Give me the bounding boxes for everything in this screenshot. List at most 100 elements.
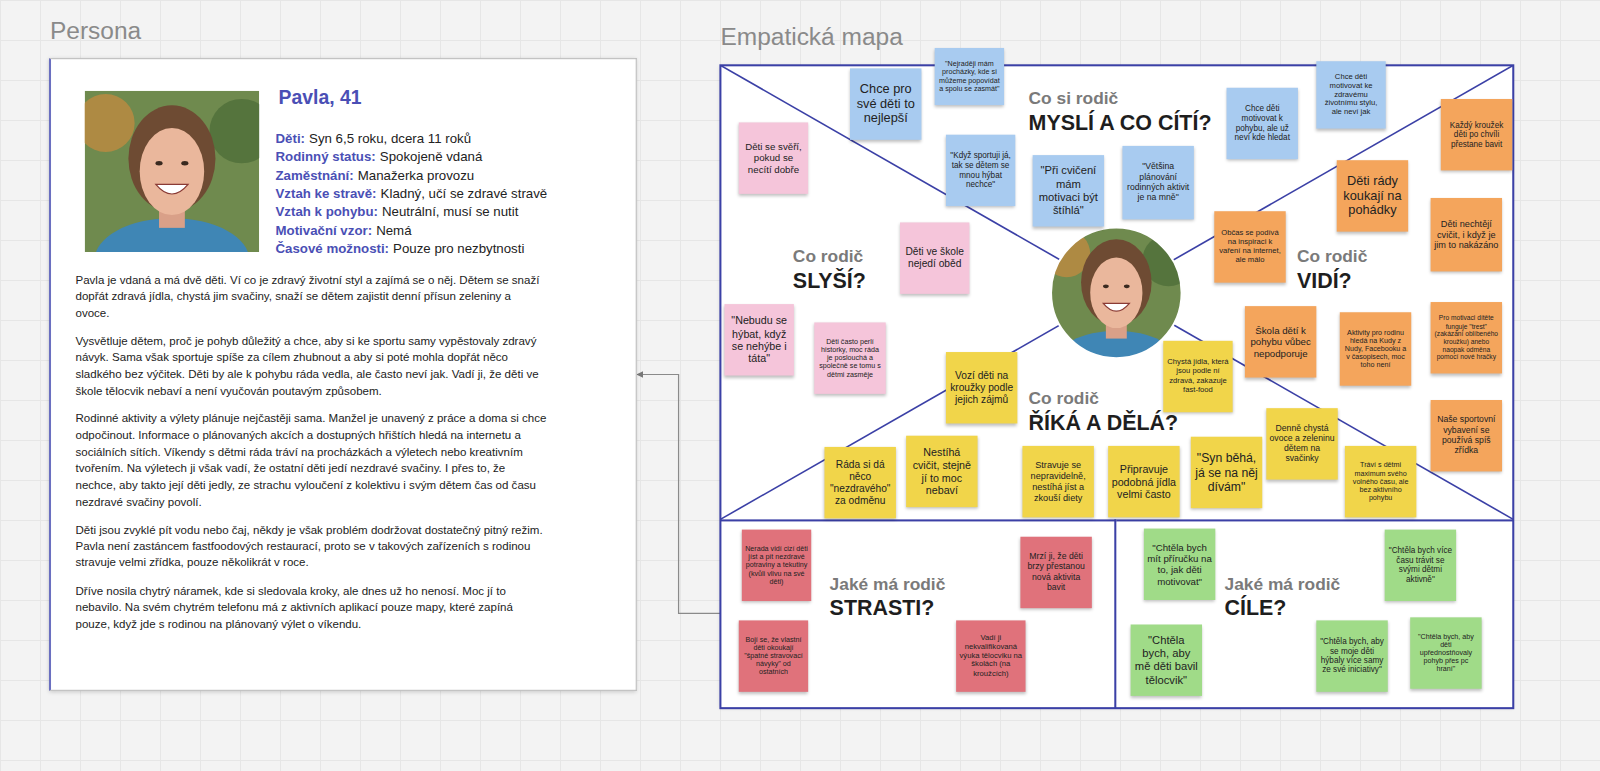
note-text: Děti ve škole nejedí oběd: [903, 246, 966, 270]
note-text: Děti rády koukají na pohádky: [1340, 174, 1405, 219]
note-text: "Chtěla bych, aby děti upřednostňovaly p…: [1413, 632, 1478, 674]
note-text: Vozí děti na kroužky podle jejich zájmů: [949, 370, 1014, 406]
attribute-row: Zaměstnání: Manažerka provozu: [276, 167, 475, 182]
attribute-value: Manažerka provozu: [358, 167, 475, 182]
sticky-note: Každý kroužek děti po chvíli přestane ba…: [1441, 99, 1512, 170]
attribute-row: Děti: Syn 6,5 roku, dcera 11 roků: [276, 131, 472, 146]
attribute-label: Děti:: [276, 131, 305, 146]
note-text: Děti nechtějí cvičit, i když je jim to n…: [1434, 219, 1499, 251]
sticky-note: "Chtěla bych, aby děti upřednostňovaly p…: [1410, 617, 1481, 688]
sticky-note: "Chtěla bych mít příručku na to, jak dět…: [1144, 529, 1215, 600]
note-text: Ráda si dá něco "nezdravého" za odměnu: [828, 459, 893, 507]
heading-question: CÍLE?: [1224, 596, 1340, 620]
sticky-note: Chce pro své děti to nejlepší: [850, 68, 921, 139]
sticky-note: Chystá jídla, která jsou podle ní zdravá…: [1163, 341, 1232, 412]
sticky-note: Děti se svěří, pokud se necítí dobře: [739, 122, 808, 193]
map-section: Jaké má rodičCÍLE? "Chtěla bych mít příru…: [1116, 519, 1513, 708]
sticky-note: Vozí děti na kroužky podle jejich zájmů: [946, 352, 1017, 423]
sticky-note: Připravuje podobná jídla velmi často: [1108, 446, 1179, 517]
note-text: Děti často perlí historky, moc ráda je p…: [817, 337, 882, 379]
note-text: Chce pro své děti to nejlepší: [853, 82, 918, 127]
heading-prefix: Jaké má rodič: [1224, 574, 1340, 594]
sticky-note: Děti rády koukají na pohádky: [1337, 160, 1408, 231]
heading-question: ŘÍKÁ A DĚLÁ?: [1029, 410, 1179, 434]
note-text: Děti se svěří, pokud se necítí dobře: [742, 141, 805, 175]
attribute-label: Zaměstnání:: [276, 167, 354, 182]
sticky-note: Bojí se, že vlastní děti okoukají "špatn…: [739, 620, 808, 691]
note-text: Pro motivaci dítěte funguje "trest" (zak…: [1434, 315, 1499, 361]
section-heading: Co si rodičMYSLÍ A CO CÍTÍ?: [1029, 89, 1212, 135]
note-text: "Nejraději mám procházky, kde si můžeme …: [938, 60, 1001, 93]
note-text: Každý kroužek děti po chvíli přestane ba…: [1444, 120, 1509, 149]
heading-prefix: Jaké má rodič: [830, 574, 946, 594]
description-paragraph: Pavla je vdaná a má dvě děti. Ví co je z…: [76, 271, 547, 321]
sticky-note: Denně chystá ovoce a zeleninu dětem na s…: [1266, 408, 1337, 479]
sticky-note: Mrzí ji, že děti brzy přestanou nová akt…: [1020, 537, 1091, 608]
sticky-note: Děti často perlí historky, moc ráda je p…: [814, 322, 885, 393]
note-text: Připravuje podobná jídla velmi často: [1111, 463, 1176, 501]
description-paragraph: Dříve nosila chytrý náramek, kde si sled…: [76, 582, 547, 632]
map-section: Jaké má rodičSTRASTI? Nerada vidí cizí dě…: [720, 519, 1116, 708]
sticky-note: Vadí ji nekvalifikovaná výuka tělocviku …: [956, 620, 1025, 691]
note-text: Mrzí ji, že děti brzy přestanou nová akt…: [1023, 552, 1088, 593]
note-text: "Většina plánování rodinných aktivit je …: [1126, 162, 1191, 203]
portrait-ring: [1051, 228, 1182, 359]
attribute-row: Rodinný status: Spokojeně vdaná: [276, 149, 483, 164]
sticky-note: Nerada vidí cizí děti jíst a pít nezdrav…: [742, 530, 811, 601]
persona-description: Pavla je vdaná a má dvě děti. Ví co je z…: [76, 271, 547, 643]
note-text: Naše sportovní vybavení se používá spíš …: [1434, 415, 1499, 456]
persona-name: Pavla, 41: [279, 87, 362, 109]
sticky-note: Chce děti motivovat k pohybu, ale už nev…: [1227, 88, 1298, 159]
sticky-note: Nestíhá cvičit, stejně jí to moc nebaví: [906, 436, 977, 507]
attribute-value: Pouze pro nezbytnosti: [393, 241, 524, 256]
note-text: Chystá jídla, která jsou podle ní zdravá…: [1166, 359, 1229, 395]
attribute-value: Kladný, učí se zdravé stravě: [381, 186, 548, 201]
description-paragraph: Děti jsou zvyklé pít vodu nebo čaj, někd…: [76, 521, 547, 571]
note-text: Nestíhá cvičit, stejně jí to moc nebaví: [909, 446, 974, 496]
heading-question: STRASTI?: [830, 596, 946, 620]
note-text: "Když sportuji já, tak se dětem se mnou …: [949, 151, 1012, 189]
attribute-label: Rodinný status:: [276, 149, 376, 164]
attribute-label: Vztah k pohybu:: [276, 204, 378, 219]
note-text: Chce děti motivovat ke zdravému životním…: [1319, 73, 1382, 118]
heading-question: MYSLÍ A CO CÍTÍ?: [1029, 110, 1212, 134]
section-heading: Jaké má rodičCÍLE?: [1224, 574, 1340, 620]
note-text: Chce děti motivovat k pohybu, ale už nev…: [1230, 104, 1295, 142]
sticky-note: Naše sportovní vybavení se používá spíš …: [1431, 400, 1502, 471]
attribute-value: Spokojeně vdaná: [380, 149, 483, 164]
note-text: Aktivity pro rodinu hledá na Kudy z Nudy…: [1343, 328, 1408, 370]
note-text: "Při cvičení mám motivaci být štíhlá": [1036, 165, 1101, 217]
persona-card: PersonaPavla, 41Děti:Syn 6,5 roku, dcera…: [49, 58, 637, 691]
sticky-note: Děti nechtějí cvičit, i když je jim to n…: [1431, 198, 1502, 271]
note-text: Škola dětí k pohybu vůbec nepodporuje: [1248, 325, 1313, 359]
attribute-value: Syn 6,5 roku, dcera 11 roků: [309, 131, 471, 146]
attribute-row: Motivační vzor:Nemá: [276, 222, 412, 237]
sticky-note: "Syn běhá, já se na něj dívám": [1191, 437, 1262, 508]
attribute-label: Vztah ke stravě:: [276, 186, 377, 201]
sticky-note: "Při cvičení mám motivaci být štíhlá": [1033, 155, 1104, 226]
sticky-note: "Nejraději mám procházky, kde si můžeme …: [935, 48, 1004, 105]
note-text: "Chtěla bych mít příručku na to, jak dět…: [1147, 542, 1212, 587]
heading-question: SLYŠÍ?: [793, 268, 866, 292]
attribute-value: Neutrální, musí se nutit: [382, 204, 518, 219]
section-heading: Co rodičVIDÍ?: [1297, 247, 1367, 293]
note-text: "Syn běhá, já se na něj dívám": [1194, 451, 1259, 494]
note-text: Vadí ji nekvalifikovaná výuka tělocviku …: [959, 634, 1022, 679]
note-text: Nerada vidí cizí děti jíst a pít nezdrav…: [745, 544, 808, 586]
sticky-note: "Chtěla bych, aby se moje děti hýbaly ví…: [1316, 620, 1387, 691]
sticky-note: Děti ve škole nejedí oběd: [900, 222, 969, 293]
empathy-map: Empatická mapaCo si rodičMYSLÍ A CO CÍTÍ…: [720, 65, 1513, 708]
sticky-note: "Nebudu se hýbat, když se nehýbe i táta": [724, 304, 793, 375]
sticky-note: Chce děti motivovat ke zdravému životním…: [1316, 61, 1385, 128]
diagonal-line: [720, 65, 1513, 519]
sticky-note: Škola dětí k pohybu vůbec nepodporuje: [1245, 306, 1316, 377]
heading-prefix: Co rodič: [793, 247, 866, 267]
section-heading: Co rodičŘÍKÁ A DĚLÁ?: [1029, 389, 1179, 435]
sticky-note: Aktivity pro rodinu hledá na Kudy z Nudy…: [1340, 312, 1411, 385]
heading-question: VIDÍ?: [1297, 268, 1367, 292]
sticky-note: Tráví s dětmi maximum svého volného času…: [1345, 446, 1416, 517]
sticky-note: Pro motivaci dítěte funguje "trest" (zak…: [1431, 302, 1502, 373]
sticky-note: Občas se podívá na inspiraci k vaření na…: [1214, 211, 1285, 282]
sticky-note: Ráda si dá něco "nezdravého" za odměnu: [824, 447, 895, 518]
